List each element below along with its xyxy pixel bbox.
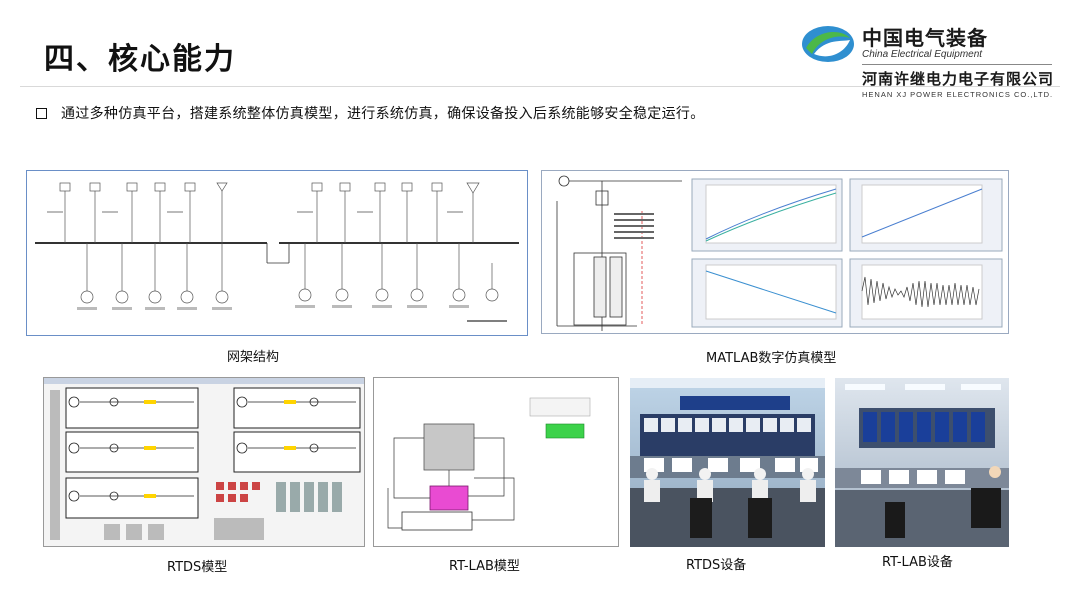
bullet-point: 通过多种仿真平台，搭建系统整体仿真模型，进行系统仿真，确保设备投入后系统能够安全… <box>36 103 705 123</box>
rtds-model-figure <box>43 377 365 547</box>
logo-divider <box>862 64 1052 65</box>
rtds-model-caption: RTDS模型 <box>167 560 228 575</box>
rtlab-model-figure <box>373 377 619 547</box>
logo-name-cn: 中国电气装备 <box>862 26 988 50</box>
company-name-cn: 河南许继电力电子有限公司 <box>862 70 1055 88</box>
company-name-en: HENAN XJ POWER ELECTRONICS CO.,LTD. <box>862 90 1054 99</box>
grid-structure-caption: 网架结构 <box>227 350 280 365</box>
matlab-model-figure <box>541 170 1009 334</box>
rtlab-equipment-caption: RT-LAB设备 <box>882 555 953 570</box>
square-bullet-icon <box>36 107 47 119</box>
title-divider <box>20 86 1060 87</box>
rtlab-model-caption: RT-LAB模型 <box>449 559 520 574</box>
company-logo: 中国电气装备 China Electrical Equipment 河南许继电力… <box>800 18 1070 100</box>
rtlab-equipment-photo <box>835 378 1009 547</box>
matlab-model-caption: MATLAB数字仿真模型 <box>706 351 837 366</box>
rtds-equipment-caption: RTDS设备 <box>686 558 747 573</box>
page-title: 四、核心能力 <box>44 42 236 77</box>
logo-mark-icon <box>802 26 854 62</box>
grid-structure-figure <box>26 170 528 336</box>
logo-name-en: China Electrical Equipment <box>862 49 983 60</box>
rtds-equipment-photo <box>630 378 825 547</box>
bullet-text: 通过多种仿真平台，搭建系统整体仿真模型，进行系统仿真，确保设备投入后系统能够安全… <box>61 106 705 122</box>
